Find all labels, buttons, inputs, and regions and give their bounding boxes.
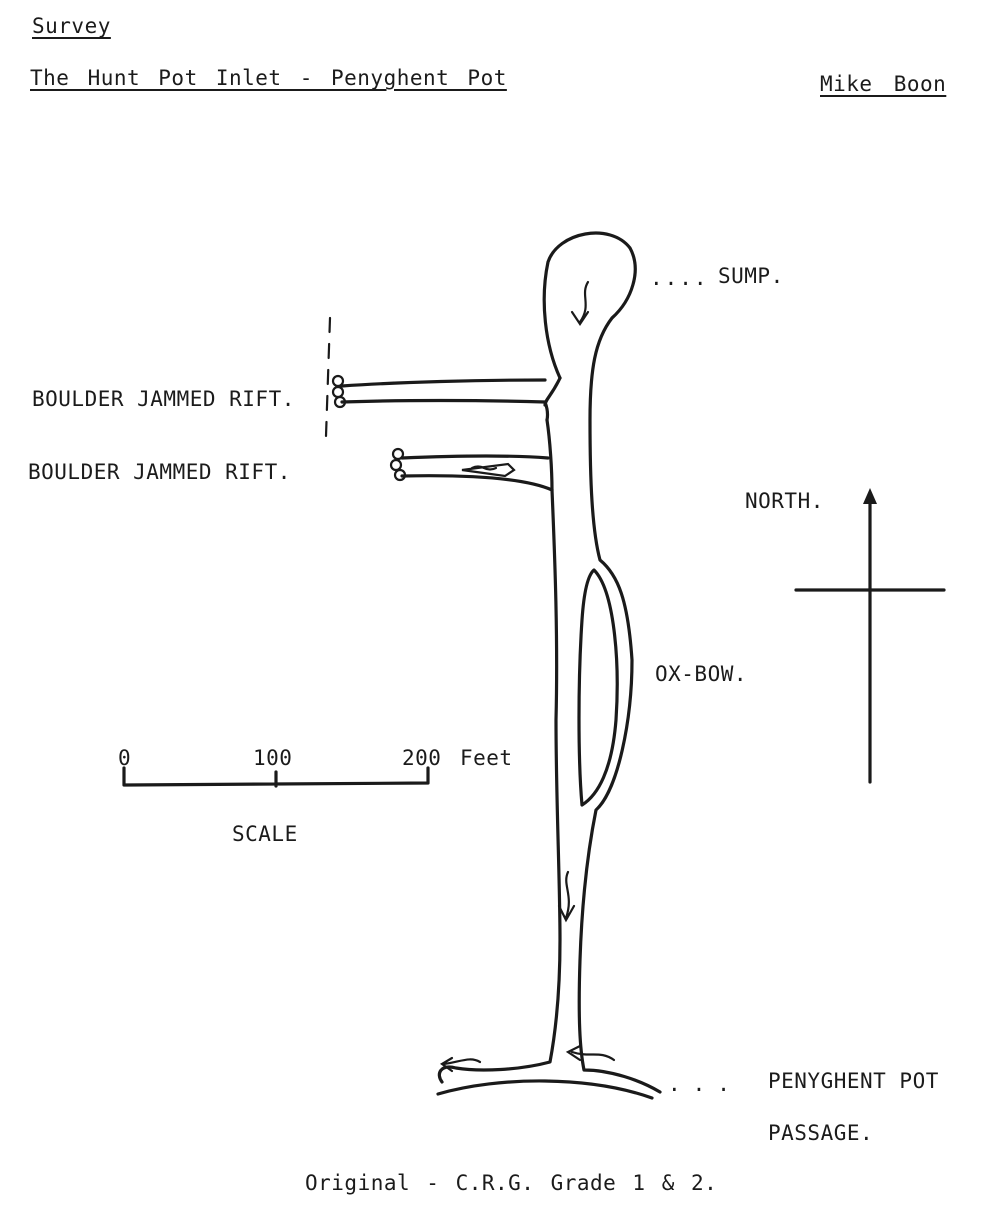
sump-label: SUMP.: [718, 264, 784, 288]
sump-chamber-outline: [542, 231, 662, 1094]
scale-bar: [122, 766, 430, 788]
lower-rift-boulder: [393, 468, 407, 482]
survey-title: The Hunt Pot Inlet - Penyghent Pot: [30, 66, 507, 90]
scale-unit: Feet: [460, 746, 513, 770]
penyghent-passage-label-line2: PASSAGE.: [768, 1121, 874, 1145]
scale-label: SCALE: [232, 822, 298, 846]
passage-flow-arrow: [557, 870, 576, 923]
flow-squiggle: [470, 465, 498, 471]
lower-rift-boulder: [391, 447, 405, 461]
lower-rift-inner-mark: [461, 462, 516, 478]
scale-tick-100: 100: [253, 746, 293, 770]
penyghent-passage-label: PENYGHENT POT: [768, 1069, 939, 1093]
sump-leader-dots: ....: [650, 266, 709, 290]
boulder-rift-label-lower: BOULDER JAMMED RIFT.: [28, 460, 291, 484]
west-flow-arrow: [439, 1056, 482, 1073]
ox-bow-label: OX-BOW.: [655, 662, 748, 686]
main-passage-left-wall: [437, 376, 562, 1084]
scale-tick-200: 200: [402, 746, 442, 770]
lower-rift-boulder: [389, 458, 403, 472]
author-name: Mike Boon: [820, 72, 947, 96]
passage-leader-dots: ...: [668, 1072, 742, 1096]
upper-rift-passage: [340, 378, 550, 422]
upper-rift-boulder: [331, 385, 345, 399]
rift-dashed-line: [324, 316, 332, 438]
lower-rift-passage: [400, 454, 554, 492]
north-label: NORTH.: [745, 489, 824, 513]
upper-rift-boulder: [331, 374, 345, 388]
ox-bow-loop: [577, 568, 619, 807]
footer-note: Original - C.R.G. Grade 1 & 2.: [305, 1171, 718, 1195]
boulder-rift-label-upper: BOULDER JAMMED RIFT.: [32, 387, 295, 411]
upper-rift-boulder: [333, 395, 347, 409]
junction-flow-arrow: [565, 1044, 616, 1062]
scale-tick-0: 0: [118, 746, 132, 770]
north-arrow-head: [863, 488, 877, 504]
sump-flow-arrow: [570, 280, 590, 326]
penyghent-passage-wall: [436, 1079, 654, 1100]
survey-heading: Survey: [32, 14, 111, 38]
